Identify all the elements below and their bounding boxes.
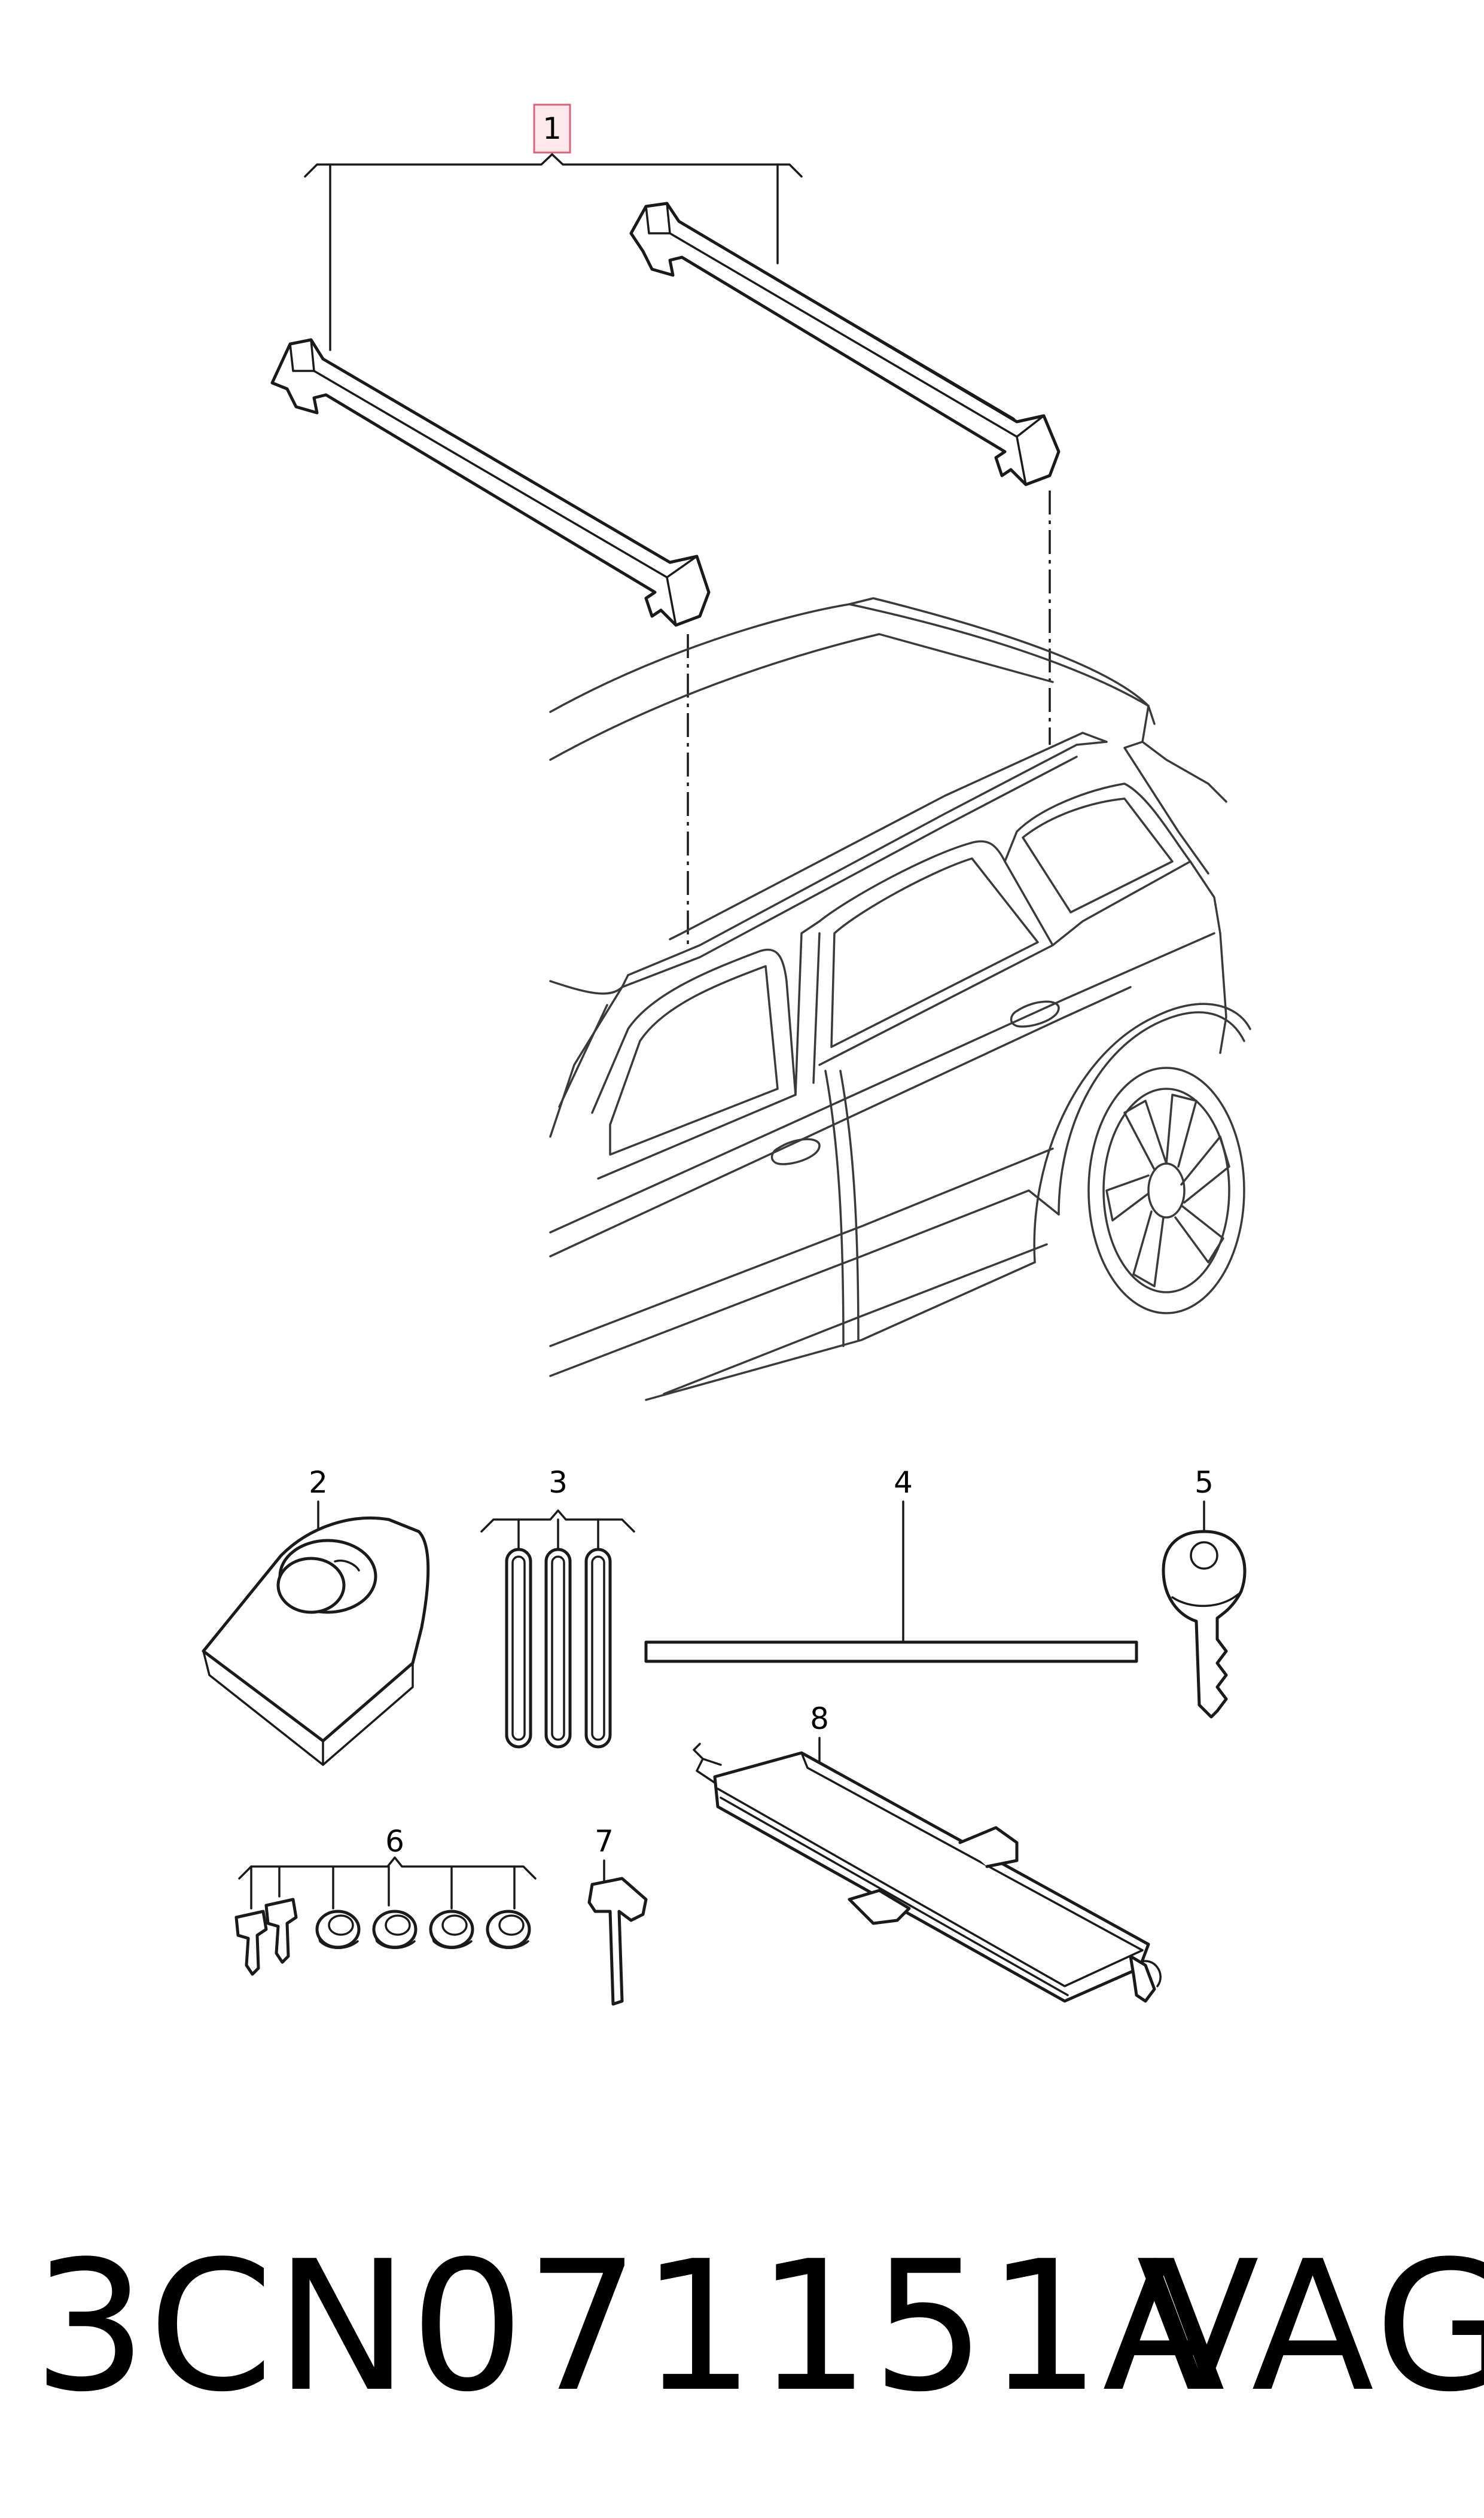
callout-1-group: 1 xyxy=(304,103,803,351)
callout-2[interactable]: 2 xyxy=(309,1465,328,1500)
part-8-tray: 8 xyxy=(693,1701,1162,2003)
footer: 3CN071151A VAG xyxy=(0,2213,1484,2441)
part-6-lock-set: 6 xyxy=(234,1824,537,1976)
callout-6[interactable]: 6 xyxy=(385,1824,404,1859)
roof-bar-front xyxy=(270,338,711,627)
roof-bar-rear xyxy=(629,202,1061,486)
car-illustration xyxy=(549,597,1251,1401)
callout-3[interactable]: 3 xyxy=(548,1465,568,1500)
callout-1-bracket xyxy=(304,153,803,178)
brand-label: VAG xyxy=(1136,2222,1484,2431)
part-number: 3CN071151A xyxy=(33,2222,1227,2431)
callout-8[interactable]: 8 xyxy=(810,1701,829,1736)
callout-1-highlight xyxy=(533,103,571,154)
part-3-strips: 3 xyxy=(480,1465,635,1749)
callout-1[interactable]: 1 xyxy=(543,111,562,146)
part-4-strip: 4 xyxy=(644,1465,1138,1663)
part-5-key: 5 xyxy=(1162,1465,1247,1719)
callout-7[interactable]: 7 xyxy=(595,1824,614,1859)
callout-4[interactable]: 4 xyxy=(894,1465,913,1500)
part-7-t-handle: 7 xyxy=(587,1824,648,2006)
part-2-end-cap: 2 xyxy=(202,1465,430,1766)
callout-5[interactable]: 5 xyxy=(1194,1465,1214,1500)
